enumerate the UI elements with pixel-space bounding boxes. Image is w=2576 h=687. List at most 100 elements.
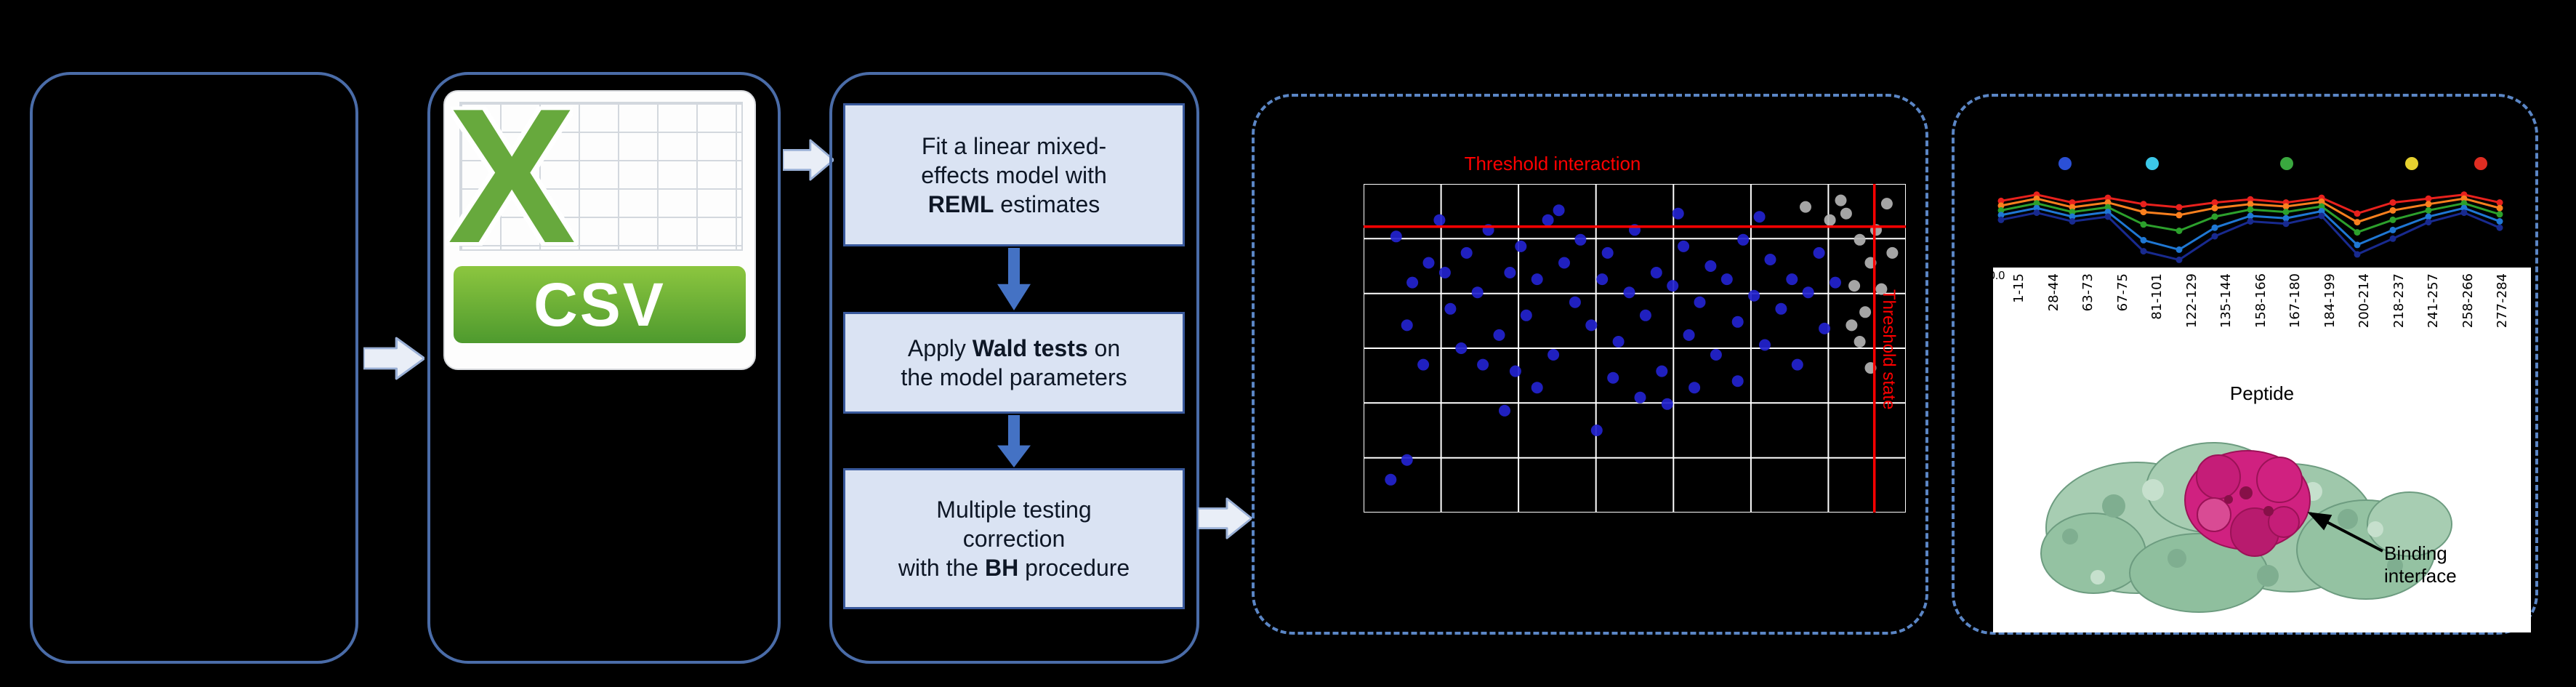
uptake-marker [2033, 209, 2040, 217]
uptake-marker [2318, 212, 2325, 220]
uptake-marker [2211, 204, 2218, 212]
uptake-marker [2425, 201, 2432, 208]
x-axis-title: Peptide [2229, 382, 2295, 404]
scatter-point [1547, 349, 1560, 361]
uptake-marker [2318, 198, 2325, 205]
uptake-marker [2211, 233, 2218, 240]
scatter-point [1846, 319, 1858, 332]
scatter-point [1704, 260, 1717, 272]
uptake-marker [2460, 209, 2468, 217]
uptake-marker [2247, 196, 2254, 203]
scatter-point [1509, 365, 1521, 377]
scatter-point [1786, 273, 1798, 286]
uptake-marker [1997, 206, 2005, 214]
uptake-marker [2175, 228, 2183, 234]
scatter-point [1853, 233, 1866, 246]
peptide-tick-label: 218-237 [2391, 273, 2407, 329]
uptake-marker [2069, 209, 2076, 216]
peptide-tick-label: 135-144 [2218, 273, 2234, 329]
scatter-point [1520, 309, 1532, 321]
scatter-point [1720, 273, 1733, 286]
protein-structure-illustration [2040, 442, 2452, 613]
scatter-point [1406, 276, 1419, 289]
flow-arrow-shape [363, 337, 424, 380]
panel-4-global-plot [1252, 94, 1928, 635]
down-arrow-1-icon [997, 248, 1031, 310]
scatter-point [1800, 201, 1811, 213]
binding-interface-annotation: Binding interface [2384, 542, 2457, 587]
threshold-state-label: Threshold state [1879, 289, 1899, 410]
scatter-point [1689, 382, 1701, 394]
uptake-marker [2389, 206, 2396, 214]
uptake-marker [2211, 199, 2218, 206]
uptake-marker [2069, 213, 2076, 220]
scatter-point [1477, 358, 1489, 371]
uptake-marker [2282, 220, 2290, 228]
binding-arrow-line [2307, 512, 2383, 553]
uptake-marker [2247, 212, 2254, 220]
state-legend-dot [2405, 157, 2418, 170]
scatter-point [1880, 198, 1893, 210]
scatter-point [1764, 254, 1776, 265]
uptake-marker [2354, 210, 2361, 217]
uptake-line-chart [1997, 157, 2503, 263]
uptake-marker [2140, 201, 2147, 208]
scatter-point [1438, 267, 1451, 278]
peptide-tick-label: 167-180 [2287, 273, 2303, 329]
uptake-marker [2354, 229, 2361, 236]
uptake-marker [2460, 200, 2468, 207]
uptake-marker [2175, 246, 2183, 253]
flow-arrow-shape [1198, 497, 1252, 539]
uptake-marker [2425, 219, 2432, 226]
scatter-point [1753, 211, 1766, 223]
uptake-marker [2247, 206, 2254, 213]
uptake-marker [2069, 199, 2076, 206]
scatter-point [1471, 286, 1484, 299]
scatter-point [1840, 207, 1852, 220]
scatter-point [1667, 280, 1679, 292]
state-legend-dot [2146, 157, 2159, 170]
uptake-marker [2282, 209, 2290, 216]
down-arrow-2-icon [997, 415, 1031, 467]
uptake-marker [2496, 224, 2503, 231]
uptake-marker [2140, 236, 2147, 244]
peptide-tick-label: 184-199 [2322, 273, 2338, 329]
flow-arrow-shape [783, 139, 834, 181]
scatter-point [1499, 404, 1510, 417]
scatter-point [1694, 296, 1706, 308]
peptide-tick-label: 158-166 [2253, 273, 2269, 329]
scatter-point [1444, 302, 1457, 315]
uptake-marker [2069, 218, 2076, 225]
uptake-marker [2104, 194, 2112, 201]
uptake-marker [2389, 216, 2396, 223]
binding-interface-texture [2224, 486, 2274, 516]
peptide-tick-label: 63-73 [2080, 273, 2096, 312]
flow-arrow-3-icon [1198, 497, 1252, 539]
scatter-point [1848, 280, 1861, 292]
csv-x-letter: X [448, 68, 576, 283]
uptake-marker [2425, 206, 2432, 214]
uptake-marker [2175, 212, 2183, 219]
scatter-point [1558, 257, 1570, 269]
step-bh-correction-text: Multiple testing correction with the BH … [898, 497, 1130, 581]
panel-2-csv-input [427, 72, 781, 664]
uptake-marker [2104, 204, 2112, 211]
scatter-point [1422, 257, 1435, 269]
uptake-marker [2318, 203, 2325, 210]
uptake-marker [2389, 235, 2396, 242]
scatter-point [1455, 342, 1468, 354]
scatter-point [1731, 316, 1744, 328]
scatter-point [1853, 336, 1866, 347]
uptake-marker [2033, 195, 2040, 202]
uptake-marker [2211, 224, 2218, 231]
scatter-point [1493, 329, 1505, 341]
down-arrow-shape [997, 415, 1031, 467]
uptake-marker [2282, 214, 2290, 222]
csv-file-icon: X CSV [443, 68, 756, 370]
flow-arrow-1-icon [363, 337, 424, 380]
threshold-scatter-plot [1364, 184, 1906, 513]
scatter-point [1731, 375, 1744, 387]
scatter-point [1661, 398, 1673, 410]
csv-banner: CSV [454, 266, 746, 343]
